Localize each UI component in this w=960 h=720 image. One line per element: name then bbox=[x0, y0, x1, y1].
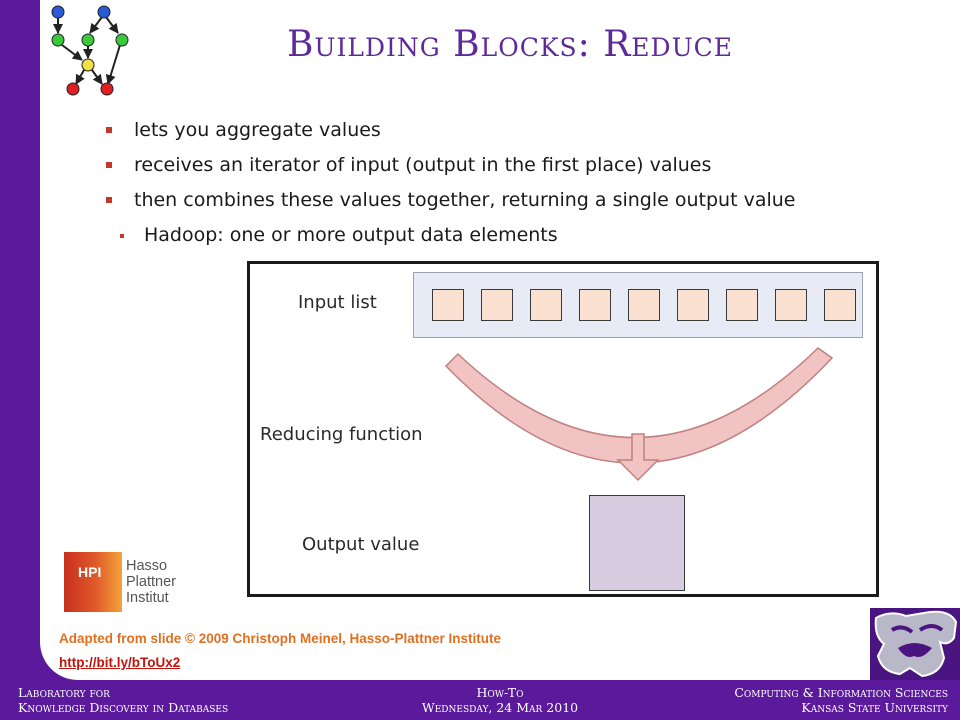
source-link[interactable]: http://bit.ly/bToUx2 bbox=[59, 655, 181, 670]
bullet-marker-icon bbox=[106, 127, 112, 133]
subbullet-marker-icon bbox=[120, 234, 124, 238]
footer-center: How-To Wednesday, 24 Mar 2010 bbox=[421, 685, 579, 715]
footer-right: Computing & Information Sciences Kansas … bbox=[734, 685, 948, 715]
input-cell bbox=[775, 289, 807, 321]
output-value-box bbox=[589, 495, 685, 591]
subbullet-item: Hadoop: one or more output data elements bbox=[104, 221, 884, 249]
attribution-text: Adapted from slide © 2009 Christoph Mein… bbox=[59, 631, 502, 646]
bullet-item: receives an iterator of input (output in… bbox=[104, 151, 884, 186]
bullet-item: lets you aggregate values bbox=[104, 116, 884, 151]
input-cell bbox=[432, 289, 464, 321]
subbullet-text: Hadoop: one or more output data elements bbox=[144, 224, 558, 246]
input-list-label: Input list bbox=[298, 292, 377, 313]
hpi-logo-mark-icon: HPI bbox=[64, 552, 122, 612]
hpi-logo: HPI Hasso Plattner Institut bbox=[64, 552, 204, 614]
output-value-label: Output value bbox=[302, 534, 420, 555]
footer-left: Laboratory for Knowledge Discovery in Da… bbox=[18, 685, 229, 715]
input-cell bbox=[628, 289, 660, 321]
reduce-diagram: Input list Reducing function Output valu… bbox=[247, 261, 879, 597]
input-cell bbox=[481, 289, 513, 321]
input-cell bbox=[824, 289, 856, 321]
reducing-function-label: Reducing function bbox=[260, 424, 423, 445]
slide-title: Building Blocks: Reduce bbox=[286, 24, 734, 65]
bullet-marker-icon bbox=[106, 162, 112, 168]
bullet-list: lets you aggregate values receives an it… bbox=[104, 116, 884, 249]
input-cell bbox=[726, 289, 758, 321]
hpi-logo-name: Hasso Plattner Institut bbox=[126, 558, 176, 606]
reducing-arc-arrow-icon bbox=[444, 347, 834, 482]
footer: Laboratory for Knowledge Discovery in Da… bbox=[0, 680, 960, 720]
bullet-item: then combines these values together, ret… bbox=[104, 186, 884, 221]
bullet-text: lets you aggregate values bbox=[134, 119, 381, 141]
input-list-box bbox=[413, 272, 863, 338]
input-cell bbox=[530, 289, 562, 321]
input-cell bbox=[579, 289, 611, 321]
bullet-text: receives an iterator of input (output in… bbox=[134, 154, 712, 176]
input-cell bbox=[677, 289, 709, 321]
graph-network-logo-icon bbox=[51, 5, 129, 96]
bullet-marker-icon bbox=[106, 197, 112, 203]
bullet-text: then combines these values together, ret… bbox=[134, 189, 796, 211]
kansas-state-wildcat-logo-icon bbox=[870, 608, 960, 680]
